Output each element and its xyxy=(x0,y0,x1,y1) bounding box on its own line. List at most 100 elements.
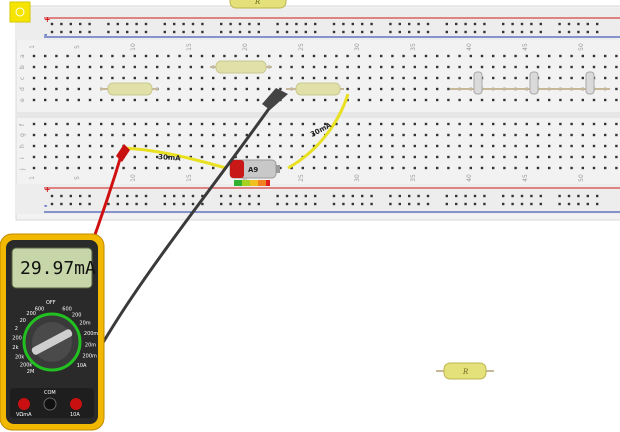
breadboard-hole[interactable] xyxy=(548,76,551,80)
rail-hole[interactable] xyxy=(88,194,91,198)
breadboard-hole[interactable] xyxy=(234,133,237,137)
breadboard-hole[interactable] xyxy=(380,133,383,137)
rail-hole[interactable] xyxy=(135,22,138,26)
rail-hole[interactable] xyxy=(276,194,279,198)
breadboard-hole[interactable] xyxy=(391,144,394,148)
port-com[interactable] xyxy=(43,397,57,411)
breadboard-hole[interactable] xyxy=(492,65,495,69)
breadboard-hole[interactable] xyxy=(570,155,573,159)
port-right[interactable] xyxy=(70,398,82,410)
breadboard-hole[interactable] xyxy=(66,65,69,69)
rail-hole[interactable] xyxy=(426,202,430,206)
breadboard-hole[interactable] xyxy=(615,122,618,126)
breadboard-hole[interactable] xyxy=(536,54,540,58)
breadboard-hole[interactable] xyxy=(100,54,103,58)
breadboard-hole[interactable] xyxy=(133,166,136,170)
led-1[interactable] xyxy=(473,71,483,95)
breadboard-hole[interactable] xyxy=(458,133,461,137)
rail-hole[interactable] xyxy=(201,194,204,198)
breadboard-hole[interactable] xyxy=(514,155,517,159)
rail-hole[interactable] xyxy=(530,30,533,34)
breadboard-hole[interactable] xyxy=(156,65,159,69)
breadboard-hole[interactable] xyxy=(335,54,338,58)
rail-hole[interactable] xyxy=(351,202,354,206)
breadboard-hole[interactable] xyxy=(503,122,506,126)
breadboard-hole[interactable] xyxy=(592,155,596,159)
breadboard-hole[interactable] xyxy=(324,76,327,80)
breadboard-hole[interactable] xyxy=(514,76,517,80)
rail-hole[interactable] xyxy=(417,194,420,198)
rail-hole[interactable] xyxy=(163,30,166,34)
breadboard-hole[interactable] xyxy=(559,54,562,58)
breadboard-hole[interactable] xyxy=(66,166,69,170)
rail-hole[interactable] xyxy=(389,22,392,26)
resistor-1[interactable] xyxy=(100,82,158,96)
breadboard-hole[interactable] xyxy=(312,65,316,69)
breadboard-hole[interactable] xyxy=(55,155,58,159)
breadboard-hole[interactable] xyxy=(581,166,584,170)
breadboard-hole[interactable] xyxy=(189,155,192,159)
breadboard-hole[interactable] xyxy=(604,155,607,159)
rail-hole[interactable] xyxy=(69,194,72,198)
breadboard-hole[interactable] xyxy=(279,76,282,80)
breadboard-hole[interactable] xyxy=(492,144,495,148)
breadboard-hole[interactable] xyxy=(436,76,439,80)
breadboard-hole[interactable] xyxy=(178,133,181,137)
breadboard-hole[interactable] xyxy=(380,87,383,91)
breadboard-hole[interactable] xyxy=(469,54,472,58)
breadboard-hole[interactable] xyxy=(436,65,439,69)
breadboard-hole[interactable] xyxy=(133,122,136,126)
breadboard-hole[interactable] xyxy=(324,65,327,69)
breadboard-hole[interactable] xyxy=(312,54,316,58)
rail-hole[interactable] xyxy=(370,22,373,26)
breadboard-hole[interactable] xyxy=(312,155,316,159)
breadboard-hole[interactable] xyxy=(436,155,439,159)
rail-hole[interactable] xyxy=(126,194,129,198)
breadboard-hole[interactable] xyxy=(100,155,103,159)
breadboard-hole[interactable] xyxy=(346,144,349,148)
breadboard-hole[interactable] xyxy=(413,144,416,148)
rail-hole[interactable] xyxy=(558,22,561,26)
breadboard-hole[interactable] xyxy=(55,166,58,170)
breadboard-hole[interactable] xyxy=(200,98,204,102)
breadboard-hole[interactable] xyxy=(55,54,58,58)
rail-hole[interactable] xyxy=(520,22,524,26)
rail-hole[interactable] xyxy=(229,202,232,206)
rail-hole[interactable] xyxy=(135,194,138,198)
breadboard-hole[interactable] xyxy=(66,155,69,159)
breadboard-hole[interactable] xyxy=(536,166,540,170)
rail-hole[interactable] xyxy=(398,22,401,26)
led-2[interactable] xyxy=(529,71,539,95)
breadboard-hole[interactable] xyxy=(88,54,92,58)
breadboard-hole[interactable] xyxy=(615,133,618,137)
breadboard-hole[interactable] xyxy=(413,87,416,91)
rail-hole[interactable] xyxy=(285,30,289,34)
breadboard-hole[interactable] xyxy=(301,76,304,80)
breadboard-hole[interactable] xyxy=(346,122,349,126)
rail-hole[interactable] xyxy=(342,30,345,34)
breadboard-hole[interactable] xyxy=(122,133,125,137)
breadboard-hole[interactable] xyxy=(234,98,237,102)
breadboard-hole[interactable] xyxy=(402,133,405,137)
rail-hole[interactable] xyxy=(276,202,279,206)
rail-hole[interactable] xyxy=(173,194,176,198)
breadboard-hole[interactable] xyxy=(66,54,69,58)
breadboard-hole[interactable] xyxy=(268,54,271,58)
breadboard-hole[interactable] xyxy=(100,133,103,137)
breadboard-hole[interactable] xyxy=(189,54,192,58)
breadboard-hole[interactable] xyxy=(525,65,528,69)
breadboard-hole[interactable] xyxy=(32,65,36,69)
breadboard-hole[interactable] xyxy=(122,122,125,126)
rail-hole[interactable] xyxy=(483,194,486,198)
rail-hole[interactable] xyxy=(577,22,580,26)
rail-hole[interactable] xyxy=(314,30,317,34)
breadboard-hole[interactable] xyxy=(32,122,36,126)
breadboard-hole[interactable] xyxy=(424,144,428,148)
breadboard-hole[interactable] xyxy=(536,98,540,102)
breadboard-hole[interactable] xyxy=(44,65,47,69)
breadboard-hole[interactable] xyxy=(223,144,226,148)
rail-hole[interactable] xyxy=(163,194,166,198)
breadboard-hole[interactable] xyxy=(167,87,170,91)
breadboard-hole[interactable] xyxy=(111,122,114,126)
breadboard-hole[interactable] xyxy=(480,155,484,159)
